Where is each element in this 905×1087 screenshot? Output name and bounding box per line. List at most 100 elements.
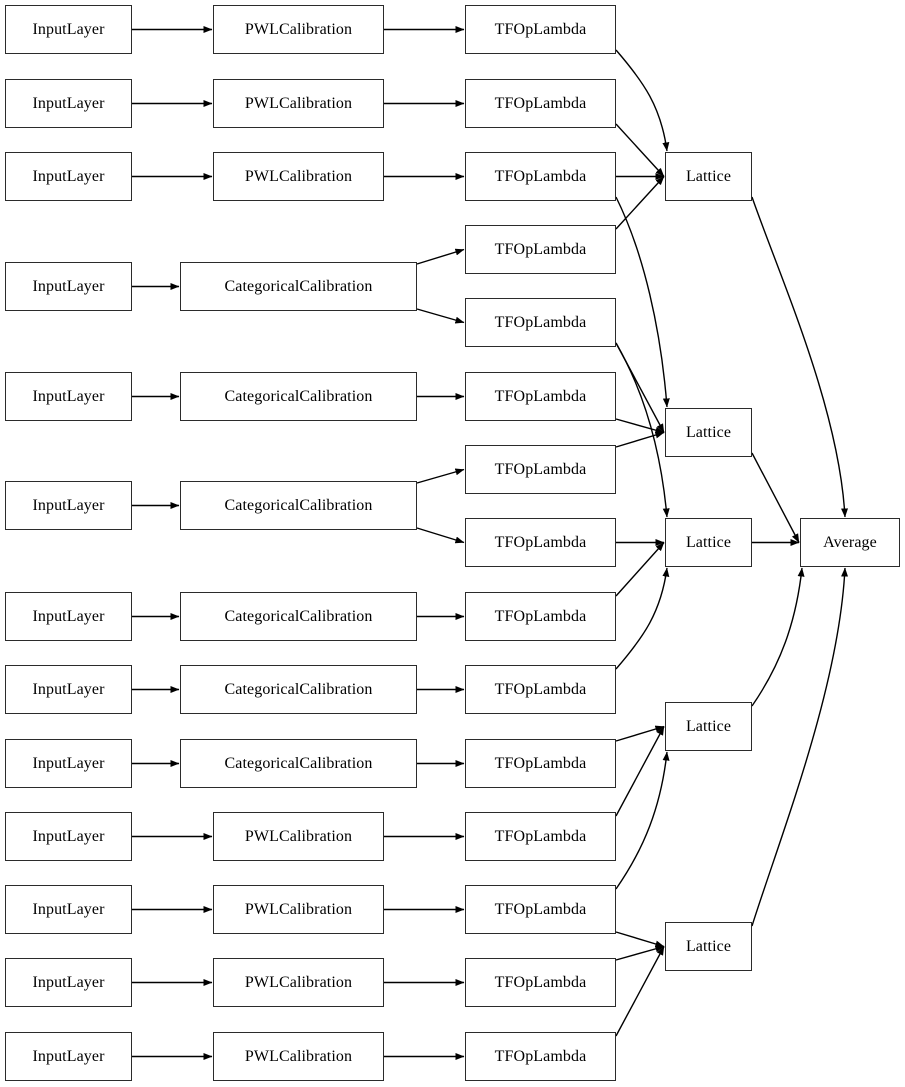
- edge-cal4-to-tf5: [416, 308, 465, 324]
- node-tf5[interactable]: TFOpLambda: [465, 298, 616, 347]
- node-label: Lattice: [685, 423, 732, 441]
- node-in8[interactable]: InputLayer: [5, 665, 132, 714]
- node-label: InputLayer: [32, 1047, 105, 1065]
- node-in11[interactable]: InputLayer: [5, 885, 132, 934]
- edge-tf14-to-lat5: [615, 945, 665, 961]
- node-in7[interactable]: InputLayer: [5, 592, 132, 641]
- node-label: CategoricalCalibration: [224, 496, 373, 514]
- node-label: PWLCalibration: [244, 900, 353, 918]
- edge-tf15-to-lat5: [615, 946, 665, 1037]
- node-tf13[interactable]: TFOpLambda: [465, 885, 616, 934]
- node-tf1[interactable]: TFOpLambda: [465, 5, 616, 54]
- edge-tf13-to-lat5: [615, 931, 665, 948]
- node-label: TFOpLambda: [494, 1047, 587, 1065]
- node-cal4[interactable]: CategoricalCalibration: [180, 262, 417, 311]
- node-label: PWLCalibration: [244, 973, 353, 991]
- node-cal8[interactable]: CategoricalCalibration: [180, 665, 417, 714]
- node-label: PWLCalibration: [244, 167, 353, 185]
- node-in1[interactable]: InputLayer: [5, 5, 132, 54]
- edge-tf9-to-lat3: [615, 542, 665, 597]
- node-tf15[interactable]: TFOpLambda: [465, 1032, 616, 1081]
- edge-tf1-to-lat1: [615, 49, 670, 152]
- node-tf14[interactable]: TFOpLambda: [465, 958, 616, 1007]
- node-label: TFOpLambda: [494, 827, 587, 845]
- node-in6[interactable]: InputLayer: [5, 481, 132, 530]
- edge-tf11-to-lat4: [615, 725, 665, 742]
- node-lat2[interactable]: Lattice: [665, 408, 752, 457]
- edge-tf2-to-lat1: [615, 123, 665, 177]
- node-label: PWLCalibration: [244, 827, 353, 845]
- node-label: TFOpLambda: [494, 94, 587, 112]
- node-cal1[interactable]: PWLCalibration: [213, 5, 384, 54]
- node-tf3[interactable]: TFOpLambda: [465, 152, 616, 201]
- node-label: InputLayer: [32, 496, 105, 514]
- node-lat3[interactable]: Lattice: [665, 518, 752, 567]
- node-avg[interactable]: Average: [800, 518, 900, 567]
- node-lat1[interactable]: Lattice: [665, 152, 752, 201]
- node-label: InputLayer: [32, 607, 105, 625]
- node-label: Lattice: [685, 167, 732, 185]
- node-tf11[interactable]: TFOpLambda: [465, 739, 616, 788]
- node-cal3[interactable]: PWLCalibration: [213, 152, 384, 201]
- edge-tf5-to-lat3: [615, 342, 670, 518]
- node-cal10[interactable]: PWLCalibration: [213, 812, 384, 861]
- node-cal5[interactable]: CategoricalCalibration: [180, 372, 417, 421]
- node-label: Lattice: [685, 533, 732, 551]
- node-label: TFOpLambda: [494, 900, 587, 918]
- node-cal13[interactable]: PWLCalibration: [213, 1032, 384, 1081]
- node-lat4[interactable]: Lattice: [665, 702, 752, 751]
- node-tf8[interactable]: TFOpLambda: [465, 518, 616, 567]
- node-tf6[interactable]: TFOpLambda: [465, 372, 616, 421]
- node-label: PWLCalibration: [244, 1047, 353, 1065]
- node-tf7[interactable]: TFOpLambda: [465, 445, 616, 494]
- node-cal2[interactable]: PWLCalibration: [213, 79, 384, 128]
- edge-cal6-to-tf7: [416, 468, 465, 484]
- node-label: TFOpLambda: [494, 387, 587, 405]
- node-label: Average: [823, 533, 877, 551]
- node-label: CategoricalCalibration: [224, 277, 373, 295]
- edge-tf3-to-lat2: [615, 196, 670, 408]
- node-tf12[interactable]: TFOpLambda: [465, 812, 616, 861]
- edge-cal4-to-tf4: [416, 248, 465, 265]
- node-in13[interactable]: InputLayer: [5, 1032, 132, 1081]
- node-label: PWLCalibration: [244, 20, 353, 38]
- node-label: TFOpLambda: [494, 460, 587, 478]
- node-in9[interactable]: InputLayer: [5, 739, 132, 788]
- node-label: InputLayer: [32, 754, 105, 772]
- edge-tf12-to-lat4: [615, 726, 665, 817]
- node-in4[interactable]: InputLayer: [5, 262, 132, 311]
- node-tf2[interactable]: TFOpLambda: [465, 79, 616, 128]
- node-in12[interactable]: InputLayer: [5, 958, 132, 1007]
- node-label: CategoricalCalibration: [224, 754, 373, 772]
- node-label: TFOpLambda: [494, 313, 587, 331]
- node-label: TFOpLambda: [494, 973, 587, 991]
- node-label: InputLayer: [32, 277, 105, 295]
- node-label: PWLCalibration: [244, 94, 353, 112]
- edge-tf5-to-lat2: [615, 342, 665, 433]
- node-cal6[interactable]: CategoricalCalibration: [180, 481, 417, 530]
- node-lat5[interactable]: Lattice: [665, 922, 752, 971]
- node-label: TFOpLambda: [494, 607, 587, 625]
- node-cal9[interactable]: CategoricalCalibration: [180, 739, 417, 788]
- node-label: InputLayer: [32, 680, 105, 698]
- node-cal11[interactable]: PWLCalibration: [213, 885, 384, 934]
- node-label: CategoricalCalibration: [224, 607, 373, 625]
- node-in5[interactable]: InputLayer: [5, 372, 132, 421]
- node-in2[interactable]: InputLayer: [5, 79, 132, 128]
- node-tf9[interactable]: TFOpLambda: [465, 592, 616, 641]
- node-label: TFOpLambda: [494, 680, 587, 698]
- node-label: CategoricalCalibration: [224, 680, 373, 698]
- node-tf10[interactable]: TFOpLambda: [465, 665, 616, 714]
- node-in3[interactable]: InputLayer: [5, 152, 132, 201]
- node-in10[interactable]: InputLayer: [5, 812, 132, 861]
- node-cal7[interactable]: CategoricalCalibration: [180, 592, 417, 641]
- node-label: InputLayer: [32, 900, 105, 918]
- node-label: Lattice: [685, 717, 732, 735]
- node-cal12[interactable]: PWLCalibration: [213, 958, 384, 1007]
- node-label: InputLayer: [32, 387, 105, 405]
- node-tf4[interactable]: TFOpLambda: [465, 225, 616, 274]
- edge-lat4-to-avg: [751, 567, 805, 707]
- node-label: InputLayer: [32, 20, 105, 38]
- edge-lat1-to-avg: [751, 196, 849, 518]
